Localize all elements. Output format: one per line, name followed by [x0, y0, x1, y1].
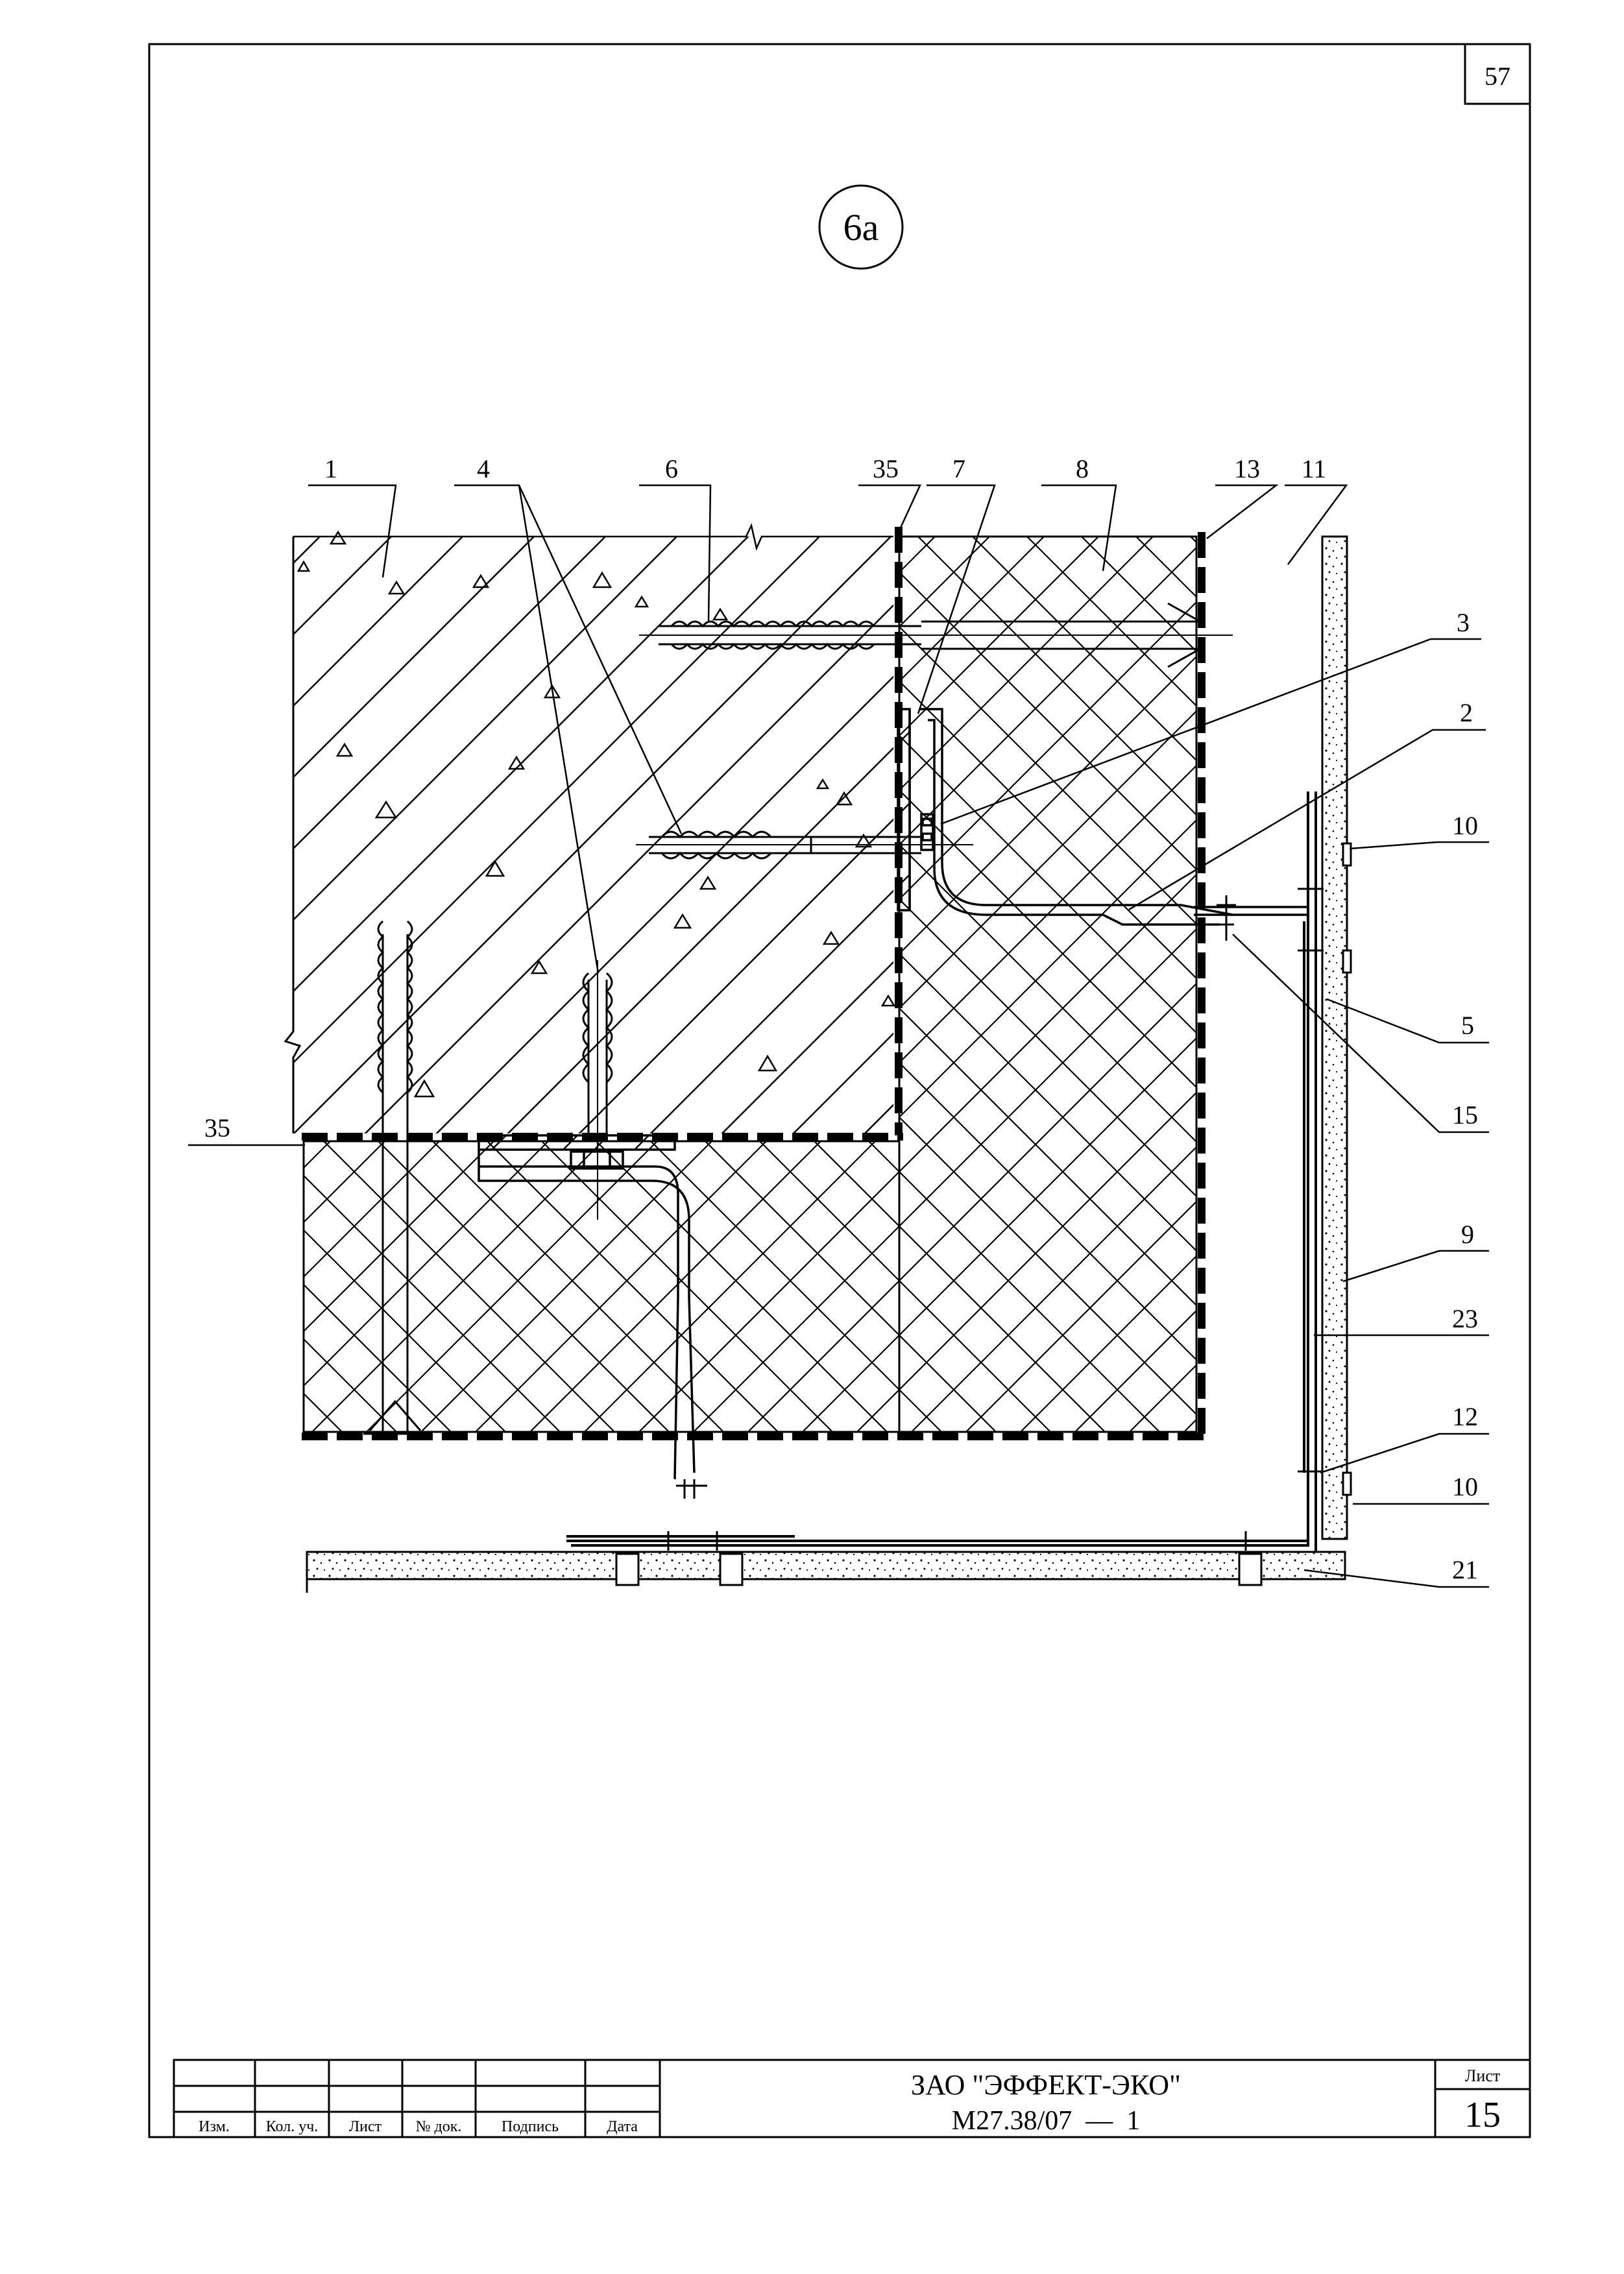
section-drawing: 1 4 6 35 7 8 13 11 3 2 10 5 15 9 23 12 1… [188, 454, 1489, 1593]
upper-bracket [897, 708, 1308, 926]
lower-bracket [478, 1134, 696, 1480]
col-list: Лист [349, 2118, 382, 2135]
callout-7: 7 [952, 454, 965, 483]
callout-3: 3 [1457, 608, 1470, 637]
facade-panel [1321, 535, 1348, 1540]
callout-15: 15 [1452, 1100, 1478, 1130]
title-block-text: Изм. Кол. уч. Лист № док. Подпись Дата З… [199, 2066, 1501, 2136]
col-signature: Подпись [502, 2118, 559, 2135]
insulation-vertical [898, 535, 1198, 1433]
callout-5: 5 [1461, 1011, 1474, 1040]
callout-21: 21 [1452, 1555, 1478, 1584]
callout-6: 6 [665, 454, 678, 483]
callout-4: 4 [477, 454, 490, 483]
insulation-horizontal [302, 1140, 901, 1433]
col-date: Дата [607, 2118, 638, 2135]
concrete-wall [284, 523, 896, 1133]
sheet-number: 15 [1464, 2095, 1501, 2135]
callout-23: 23 [1452, 1304, 1478, 1333]
col-doc: № док. [416, 2118, 462, 2135]
guide-profiles [566, 792, 1317, 1552]
callout-2: 2 [1460, 698, 1473, 727]
callout-labels: 1 4 6 35 7 8 13 11 3 2 10 5 15 9 23 12 1… [204, 454, 1478, 1584]
fastener-brackets [615, 842, 1352, 1586]
sheet-label: Лист [1465, 2066, 1500, 2085]
bottom-panel [306, 1551, 1346, 1593]
leader-lines [188, 484, 1489, 1588]
callout-35-left: 35 [204, 1113, 230, 1143]
callout-10-bottom: 10 [1452, 1472, 1478, 1501]
callout-9: 9 [1461, 1220, 1474, 1249]
document-number: М27.38/07 — 1 [952, 2106, 1141, 2136]
callout-12: 12 [1452, 1402, 1478, 1431]
col-kol-uch: Кол. уч. [266, 2118, 319, 2135]
callout-35-top: 35 [873, 454, 899, 483]
callout-10-top: 10 [1452, 811, 1478, 840]
screws [662, 888, 1324, 1551]
callout-11: 11 [1302, 454, 1327, 483]
company-name: ЗАО "ЭФФЕКТ-ЭКО" [911, 2069, 1181, 2101]
detail-marker: 6а [818, 184, 904, 270]
anchor-dowels [363, 602, 1233, 1435]
callout-8: 8 [1076, 454, 1089, 483]
page-number: 57 [1485, 62, 1510, 91]
callout-1: 1 [324, 454, 337, 483]
col-izm: Изм. [199, 2118, 230, 2135]
detail-marker-label: 6а [843, 206, 879, 248]
title-block [173, 2059, 1531, 2138]
callout-13: 13 [1234, 454, 1260, 483]
